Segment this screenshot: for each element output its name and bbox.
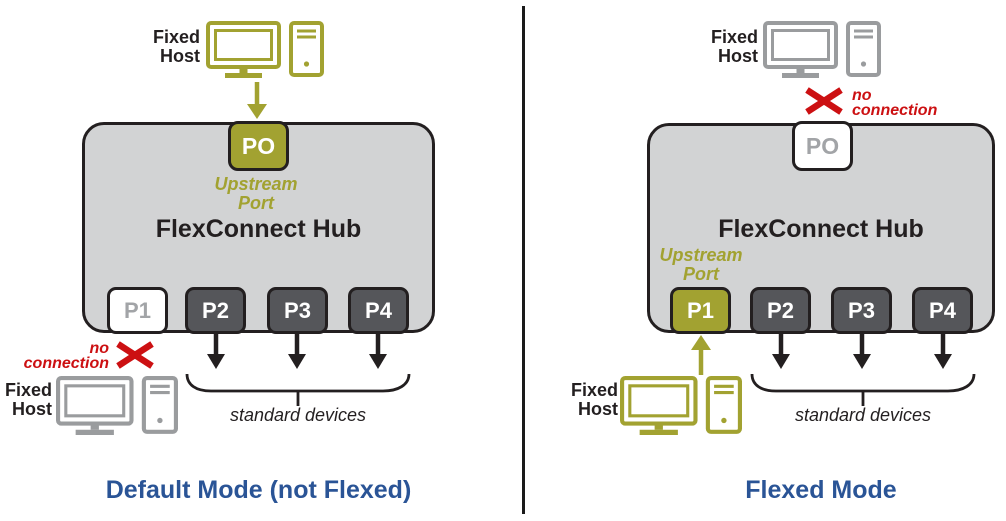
upstream-port-label: Upstream Port <box>659 245 743 284</box>
computer-icon <box>620 376 742 435</box>
fixed-host-label-bottom: Fixed Host <box>570 380 618 419</box>
panel-divider <box>522 6 525 514</box>
port-p1: P1 <box>107 287 168 334</box>
fixed-host-label-top: Fixed Host <box>710 27 758 66</box>
port-p0: PO <box>792 121 853 171</box>
port-p2: P2 <box>185 287 246 334</box>
computer-icon <box>56 376 178 435</box>
standard-devices-label: standard devices <box>794 405 932 425</box>
port-p0: PO <box>228 121 289 171</box>
no-connection-label: no connection <box>852 87 938 119</box>
computer-icon <box>206 21 324 78</box>
computer-icon <box>763 21 881 78</box>
standard-devices-brace <box>185 333 411 406</box>
down-arrow-icon <box>247 82 267 119</box>
fixed-host-label-bottom: Fixed Host <box>4 380 52 419</box>
up-arrow-icon <box>691 335 711 375</box>
standard-devices-label: standard devices <box>229 405 367 425</box>
flexed-mode-caption: Flexed Mode <box>745 476 897 504</box>
no-connection-x-icon <box>116 341 154 369</box>
standard-devices-brace <box>750 333 976 406</box>
port-p4: P4 <box>912 287 973 334</box>
port-p3: P3 <box>831 287 892 334</box>
port-p2: P2 <box>750 287 811 334</box>
hub-title: FlexConnect Hub <box>718 215 924 243</box>
default-mode-caption: Default Mode (not Flexed) <box>105 476 412 504</box>
port-p3: P3 <box>267 287 328 334</box>
no-connection-label: no connection <box>23 340 109 372</box>
upstream-port-label: Upstream Port <box>214 174 298 213</box>
hub-title: FlexConnect Hub <box>155 215 362 243</box>
no-connection-x-icon <box>805 87 843 115</box>
fixed-host-label-top: Fixed Host <box>152 27 200 66</box>
port-p1: P1 <box>670 287 731 334</box>
port-p4: P4 <box>348 287 409 334</box>
